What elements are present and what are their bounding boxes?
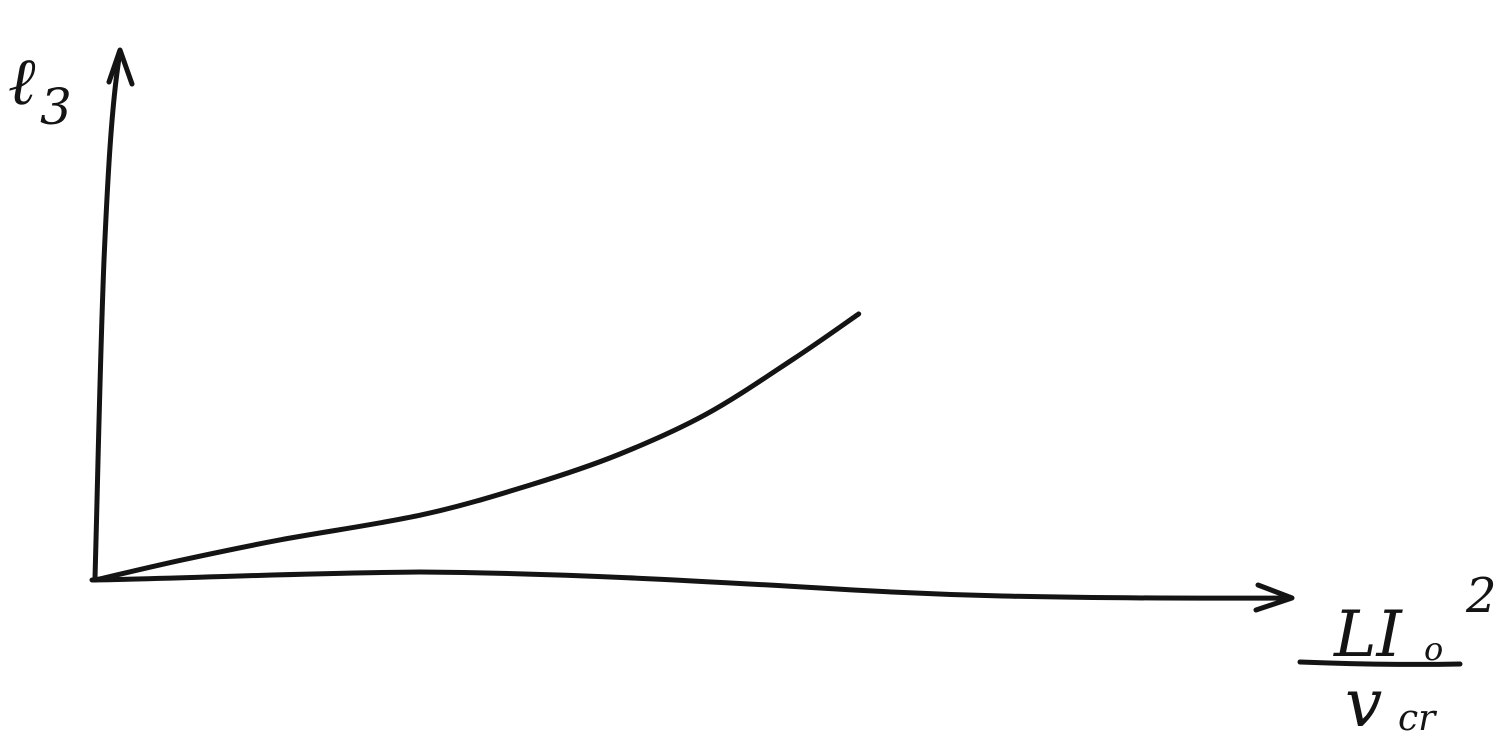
x-axis-label-numerator-subscript: o xyxy=(1424,630,1443,668)
x-axis-label-numerator: LI xyxy=(1333,598,1404,672)
x-axis-label: LI o 2 v cr xyxy=(1297,568,1497,735)
y-axis-label: ℓ 3 xyxy=(8,43,72,136)
series-line xyxy=(92,311,862,583)
series-layer xyxy=(92,311,862,583)
x-axis xyxy=(89,569,1295,613)
y-axis xyxy=(92,47,135,581)
x-axis-label-denominator: v xyxy=(1345,665,1382,735)
y-axis-arrowhead xyxy=(106,47,135,87)
y-axis-line xyxy=(92,49,123,581)
x-axis-arrowhead xyxy=(1253,582,1295,613)
x-axis-label-fraction-bar xyxy=(1297,659,1463,667)
x-axis-line xyxy=(89,569,1293,601)
y-axis-label-symbol: ℓ xyxy=(8,43,36,120)
y-axis-label-subscript: 3 xyxy=(40,78,72,136)
x-axis-label-superscript: 2 xyxy=(1465,568,1497,624)
x-axis-label-denominator-subscript: cr xyxy=(1398,698,1437,735)
